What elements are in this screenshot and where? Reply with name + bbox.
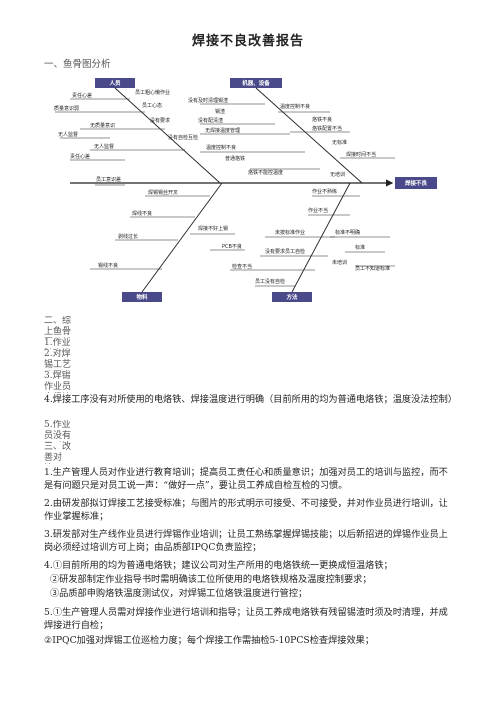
machine-cause-8: 烙铁配置不当 — [312, 125, 342, 132]
measure-4-1: 4.①目前所用的均为普通电烙铁；建议公司对生产所用的电烙铁统一更换成恒温烙铁； — [44, 560, 393, 571]
machine-cause-11: 烙铁不能控温度 — [248, 169, 283, 176]
cause-3: 3.焊锡作业员未经培训 — [44, 371, 72, 392]
machine-cause-5: 无焊接温度管理 — [205, 127, 240, 134]
method-cause-1: 作业不熟练 — [312, 188, 337, 195]
category-method: 方法 — [286, 293, 298, 301]
machine-cause-3: 温度控制不良 — [280, 103, 310, 110]
method-cause-2: 作业不当 — [308, 207, 328, 214]
people-cause-4: 质量意识弱 — [54, 105, 79, 112]
page-title: 焊接不良改善报告 — [191, 34, 304, 49]
method-cause-5: 标准 — [355, 244, 365, 251]
measure-2: 2.由研发部拟订焊接工艺接受标准；与图片的形式明示可接受、不可接受，并对作业员进… — [44, 498, 448, 522]
machine-cause-2: 锡渣 — [215, 108, 225, 115]
method-cause-3: 未按标准作业 — [275, 229, 305, 236]
cause-4: 4.焊接工序没有对所使用的电烙铁、焊接温度进行明确（目前所用的均为普通电烙铁；温… — [44, 394, 458, 405]
measure-3: 3.研发部对生产线作业员进行焊锡作业培训；让员工熟练掌握焊锡技能；以后新招进的焊… — [44, 529, 448, 553]
category-material: 物料 — [136, 293, 148, 301]
machine-cause-12: 焊接时间不当 — [346, 151, 376, 158]
cause-1: 1.作业随意性大 — [44, 338, 71, 348]
people-cause-2: 员工粗心懒作业 — [135, 89, 170, 96]
measure-5-1: 5.①生产管理人员需对焊接作业进行培训和指导；让员工养成电烙铁有残留锡渣时须及时… — [44, 607, 448, 631]
category-people: 人员 — [109, 79, 121, 87]
material-cause-6: 锡线不良 — [98, 262, 118, 269]
machine-cause-7: 烙铁不良 — [312, 116, 332, 123]
method-cause-9: 员工不知道标准 — [355, 265, 390, 272]
method-cause-10: 员工没有自检 — [255, 278, 285, 285]
head-label: 焊接不良 — [405, 179, 428, 187]
method-cause-6: 没有要求员工自检 — [265, 248, 305, 255]
people-cause-6: 无质量意识 — [90, 122, 115, 129]
people-cause-10: 责任心差 — [70, 153, 90, 160]
head-box — [395, 177, 437, 189]
measure-5-2: ②IPQC加强对焊锡工位巡检力度；每个焊接工作需抽检5-10PCS检查焊接效果； — [44, 635, 375, 646]
method-cause-8: 未培训 — [332, 259, 347, 266]
material-cause-1: 焊锡锡丝开叉 — [148, 189, 178, 196]
machine-cause-13: 无培训 — [330, 171, 345, 178]
method-cause-7: 检查不当 — [232, 263, 252, 270]
material-cause-2: 焊线不良 — [132, 210, 152, 217]
section-fishbone-heading: 一、鱼骨图分析 — [44, 59, 111, 70]
machine-cause-6: 温度控制不良 — [206, 144, 236, 151]
machine-cause-9: 无标准 — [332, 139, 347, 146]
cause-2: 2.对焊锡工艺无要求 — [44, 349, 72, 370]
people-cause-9: 无人监督 — [94, 143, 114, 150]
measure-4-2: ②研发部制定作业指导书时需明确该工位所使用的电烙铁规格及温度控制要求； — [50, 574, 372, 585]
people-cause-11: 员工意识差 — [96, 176, 121, 183]
method-cause-4: 标准不明确 — [335, 229, 360, 236]
material-cause-3: 焊接不好上锡 — [198, 225, 228, 232]
section-summary-heading: 二、综上鱼骨图分析造成焊锡不良的原因有： — [44, 316, 72, 337]
material-cause-5: PCB不良 — [222, 243, 242, 250]
people-cause-3: 员工心态 — [142, 102, 162, 109]
measure-4-3: ③品质部申购烙铁温度测试仪，对焊锡工位烙铁温度进行管控； — [50, 588, 308, 599]
people-cause-5: 没有要求 — [150, 117, 170, 124]
people-cause-1: 责任心差 — [72, 92, 92, 99]
cause-5: 5.作业员没有及时清理锡渣 — [44, 420, 72, 441]
machine-cause-4: 没有配清渣 — [198, 117, 223, 124]
section-measures-heading: 三、改善对策： — [44, 442, 72, 463]
measure-1: 1.生产管理人员对作业进行教育培训；提高员工责任心和质量意识；加强对员工的培训与… — [44, 467, 448, 491]
material-cause-4: 剥线过长 — [118, 233, 138, 240]
category-machine: 机器、设备 — [241, 79, 270, 87]
machine-cause-1: 没有及时清理锡渣 — [188, 97, 228, 104]
people-cause-7: 无人监督 — [58, 131, 78, 138]
fishbone-diagram: 焊接不良 人员 机器、设备 物料 方法 责任心差 员工粗心懒作业 员工心态 质量… — [54, 78, 437, 302]
machine-cause-10: 普通烙铁 — [225, 155, 245, 162]
people-cause-8: 没有自检互检 — [168, 134, 198, 141]
